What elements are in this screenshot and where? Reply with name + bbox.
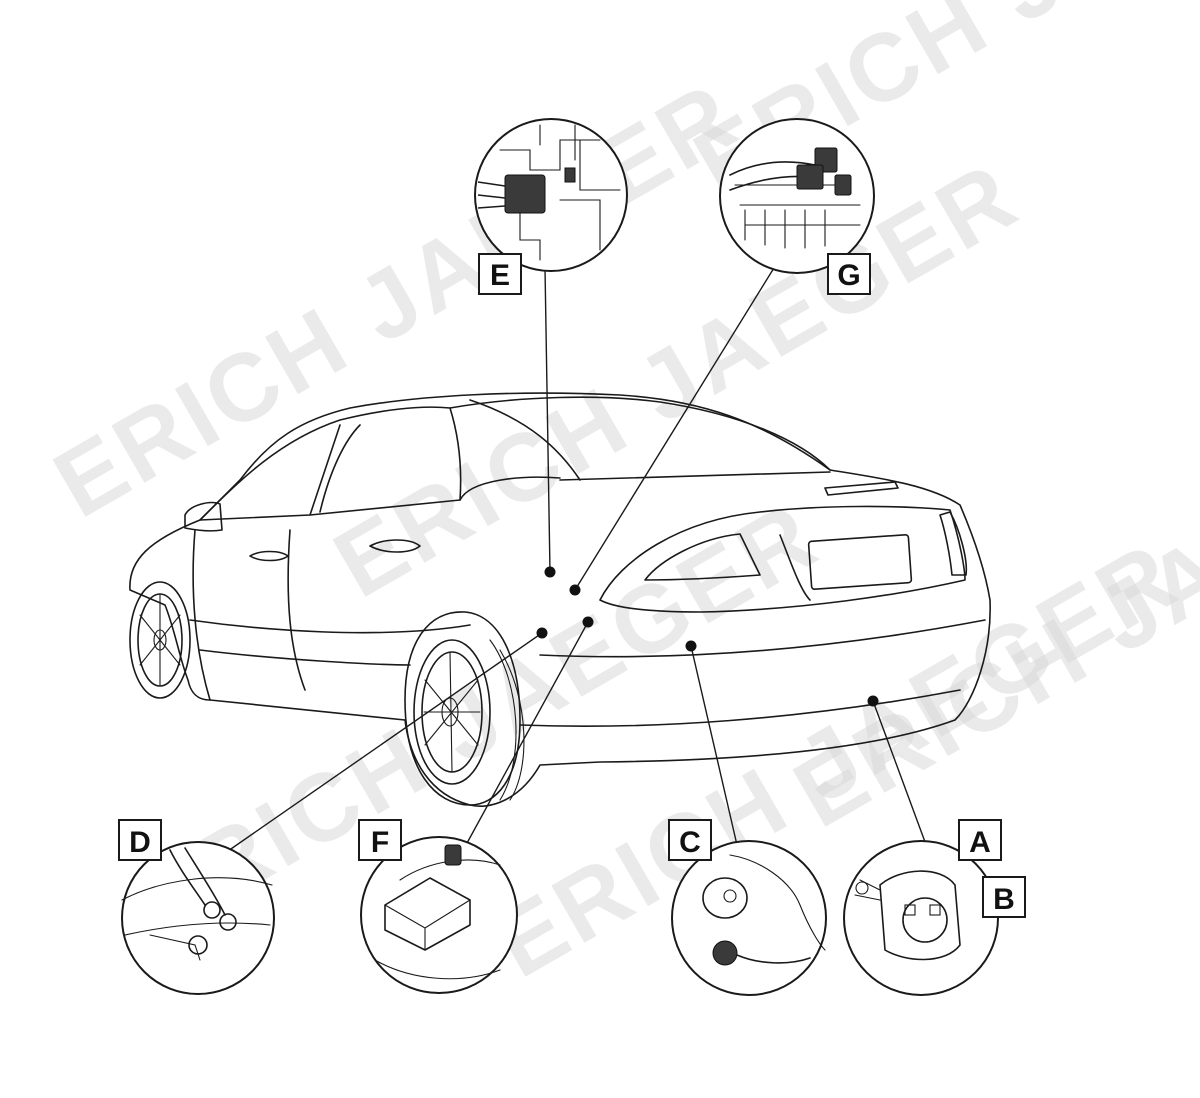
leader-line-e — [544, 267, 551, 573]
point-c — [685, 640, 697, 652]
leader-line-c — [690, 645, 741, 859]
label-box-a — [958, 819, 1002, 861]
detail-circle-d: D — [118, 819, 275, 995]
label-a: A — [969, 826, 991, 859]
connection-points — [536, 566, 879, 707]
label-box-b — [982, 876, 1026, 918]
point-g — [569, 584, 581, 596]
car-illustration — [129, 392, 991, 807]
label-b: B — [993, 883, 1015, 916]
label-c: C — [679, 826, 701, 859]
leader-line-f — [454, 621, 589, 866]
detail-circle-f: F — [358, 819, 518, 994]
point-f — [582, 616, 594, 628]
point-d — [536, 627, 548, 639]
leader-line-g — [574, 241, 791, 591]
rear-wheel — [404, 611, 525, 806]
point-ab — [867, 695, 879, 707]
label-box-d — [118, 819, 162, 861]
leader-line-d — [214, 632, 543, 861]
label-box-e — [478, 253, 522, 295]
point-e — [544, 566, 556, 578]
label-d: D — [129, 826, 151, 859]
label-f: F — [371, 826, 389, 859]
leader-line-ab — [872, 700, 929, 851]
front-wheel — [129, 581, 191, 699]
label-box-g — [827, 253, 871, 295]
detail-circle-ab: A B — [843, 819, 1026, 996]
label-e: E — [490, 259, 510, 292]
label-g: G — [837, 259, 860, 292]
watermark-text-1: ERICH JAEGER — [37, 61, 756, 538]
detail-circle-c: C — [668, 819, 827, 996]
detail-circle-e: E — [474, 118, 628, 295]
detail-circle-g: G — [719, 118, 875, 295]
label-box-f — [358, 819, 402, 861]
leader-lines — [214, 241, 929, 866]
label-box-c — [668, 819, 712, 861]
